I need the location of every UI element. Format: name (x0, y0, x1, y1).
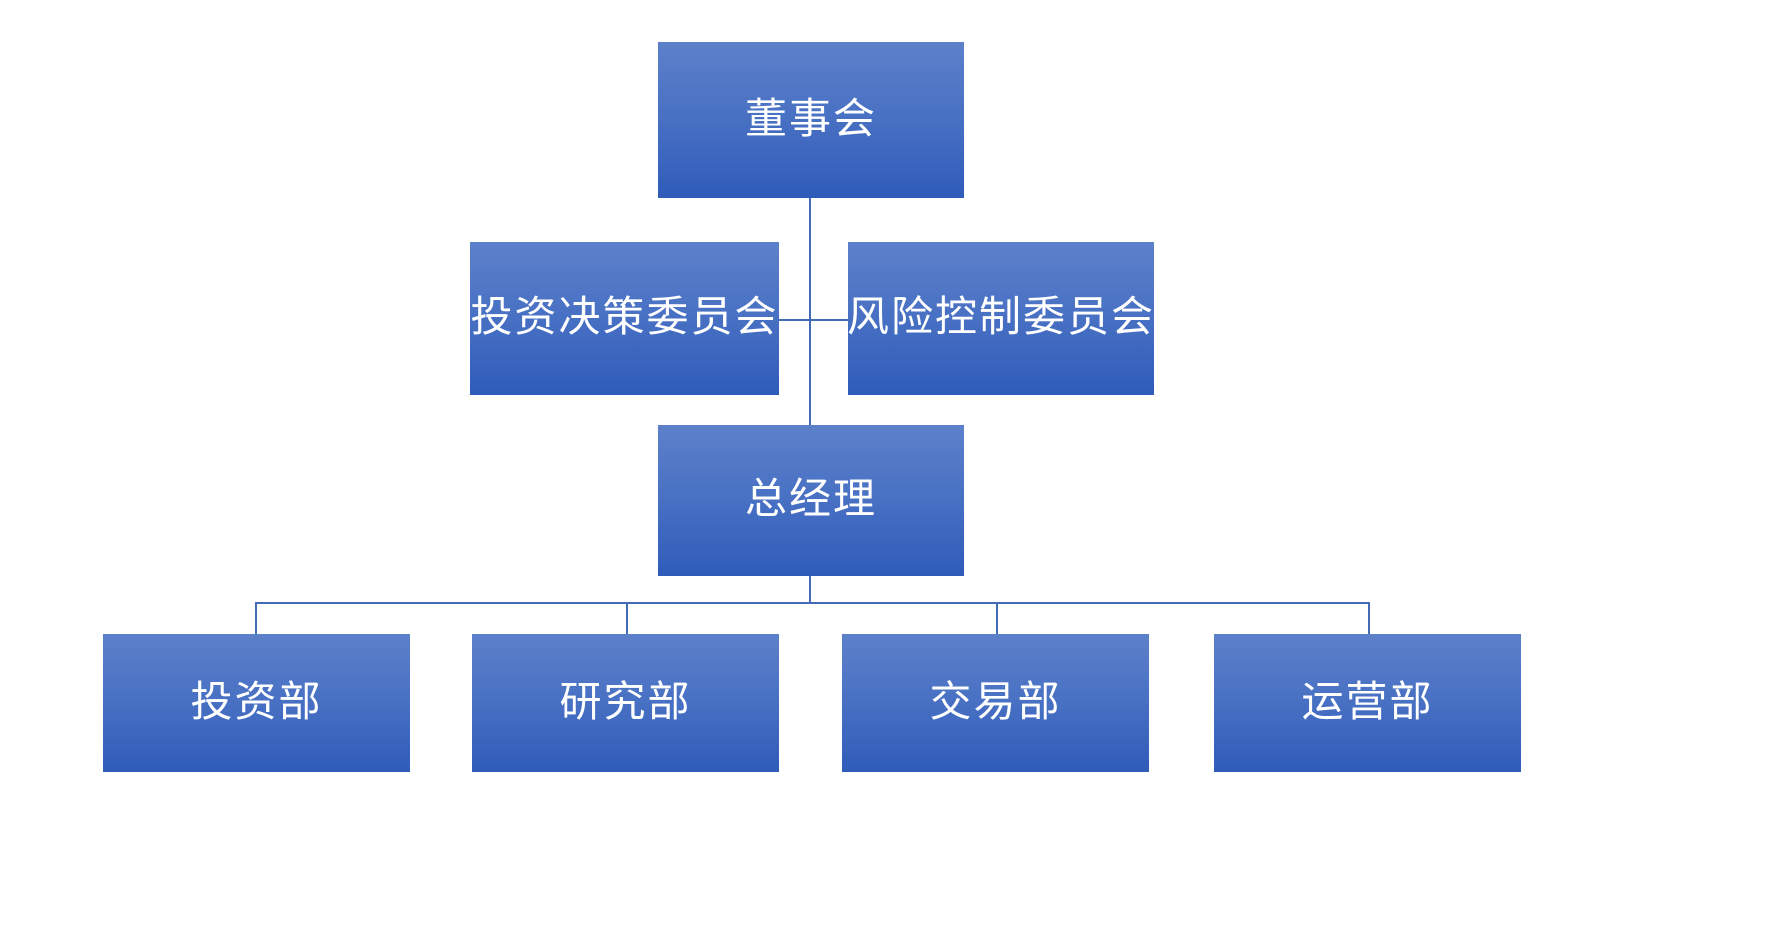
node-department-operations-label: 运营部 (1301, 679, 1434, 726)
node-department-investment[interactable]: 投资部 (103, 634, 410, 772)
node-department-research[interactable]: 研究部 (472, 634, 779, 772)
node-general-manager-label: 总经理 (744, 477, 877, 524)
connector-drop-department-3 (996, 602, 998, 635)
connector-drop-department-1 (255, 602, 257, 635)
connector-board-to-manager (809, 198, 811, 426)
connector-department-bus (255, 602, 1370, 604)
connector-manager-stem (809, 575, 811, 603)
node-department-investment-label: 投资部 (190, 679, 323, 726)
node-investment-decision-committee[interactable]: 投资决策委员会 (470, 242, 779, 395)
node-department-trading-label: 交易部 (929, 679, 1062, 726)
node-department-operations[interactable]: 运营部 (1214, 634, 1521, 772)
node-board-of-directors[interactable]: 董事会 (658, 42, 964, 198)
node-risk-control-committee-label: 风险控制委员会 (847, 295, 1156, 342)
node-risk-control-committee[interactable]: 风险控制委员会 (847, 242, 1156, 395)
node-department-trading[interactable]: 交易部 (842, 634, 1149, 772)
node-board-of-directors-label: 董事会 (744, 96, 877, 143)
node-department-research-label: 研究部 (559, 679, 692, 726)
node-investment-decision-committee-label: 投资决策委员会 (470, 295, 779, 342)
connector-drop-department-4 (1368, 602, 1370, 635)
connector-drop-department-2 (626, 602, 628, 635)
connector-between-committees (779, 319, 849, 321)
node-general-manager[interactable]: 总经理 (658, 425, 964, 576)
